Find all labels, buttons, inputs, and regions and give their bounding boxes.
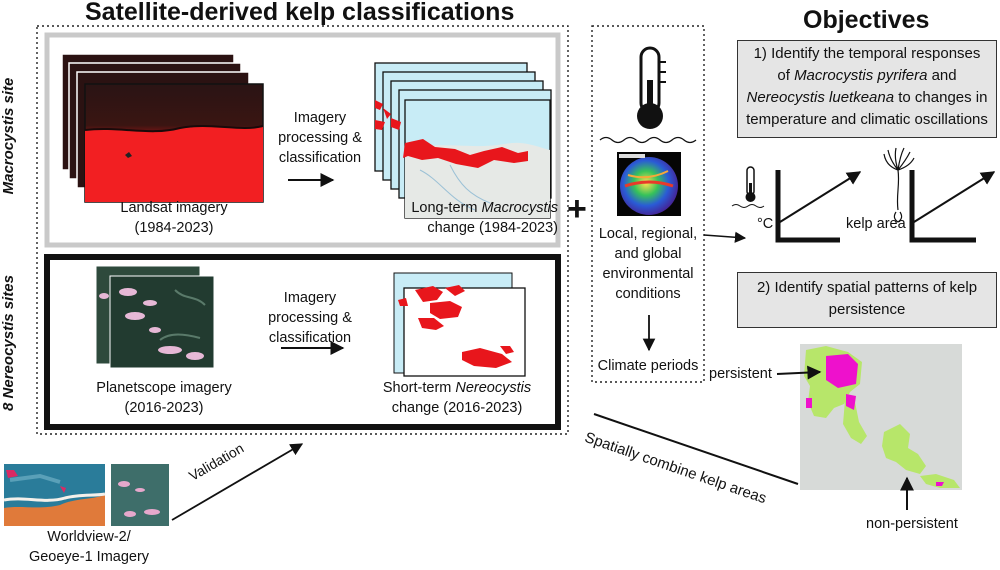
processing-top-line2: processing & [278,130,362,146]
geoeye-image [111,464,169,526]
macro-change-prefix: Long-term [411,200,482,216]
processing-label-top: Imagery processing & classification [260,108,380,168]
plus-sign: + [567,190,587,228]
left-panel-frame [36,25,569,435]
processing-label-bottom: Imagery processing & classification [250,288,370,348]
validation-imagery-label: Worldview-2/ Geoeye-1 Imagery [10,527,168,567]
non-persistent-label: non-persistent [866,516,958,532]
kelp-icon [883,147,915,223]
planetscope-line2: (2016-2023) [124,400,204,416]
objective-2-box: 2) Identify spatial patterns of kelp per… [737,272,997,328]
objective-1-line3-suffix: to changes in [894,89,988,106]
thermometer-icon [599,46,697,144]
processing-top-line1: Imagery [293,110,347,126]
conditions-line3: environmental [602,266,694,282]
nereo-change-prefix: Short-term [382,380,456,396]
objective-1-line2-suffix: and [927,67,957,84]
temperature-axis-label: °C [757,216,774,232]
nereo-change-line2: change (2016-2023) [391,400,523,416]
macro-change-italic: Macrocystis [481,200,558,216]
planetscope-image-stack [95,265,215,369]
macrocystis-change-stack [374,62,552,219]
conditions-frame [591,25,705,383]
objective-1-line3-italic: Nereocystis luetkeana [746,89,895,106]
temperature-trend-graph [775,170,862,243]
objective-1-line4: temperature and climatic oscillations [746,111,988,128]
nereocystis-change-stack [393,272,526,377]
macrocystis-change-label: Long-term Macrocystis change (1984-2023) [378,198,558,238]
objective-2-line2: persistence [828,301,906,318]
objective-1-box: 1) Identify the temporal responses of Ma… [737,40,997,138]
objective-1-line2-italic: Macrocystis pyrifera [794,67,928,84]
kelp-area-trend-graph [909,170,996,243]
conditions-line4: conditions [615,286,681,302]
planetscope-line1: Planetscope imagery [96,380,232,396]
landsat-label-line2: (1984-2023) [134,220,214,236]
nereocystis-sites-prefix: 8 [0,398,17,411]
nereocystis-sites-label: 8 Nereocystis sites [0,268,20,418]
landsat-label-line1: Landsat imagery [120,200,228,216]
landsat-label: Landsat imagery (1984-2023) [94,198,254,238]
planetscope-label: Planetscope imagery (2016-2023) [84,378,244,418]
macrocystis-site-italic: Macrocystis [0,107,17,195]
macrocystis-site-label: Macrocystis site [0,71,20,201]
nereocystis-sites-italic: Nereocystis [0,313,17,399]
processing-bottom-line2: processing & [268,310,352,326]
nereocystis-change-label: Short-term Nereocystis change (2016-2023… [372,378,542,418]
conditions-label: Local, regional, and global environmenta… [594,224,702,304]
macrocystis-site-rest: site [0,77,17,108]
objective-1-line1: 1) Identify the temporal responses [753,45,981,62]
left-panel-title: Satellite-derived kelp classifications [85,0,515,26]
validation-imagery-line1: Worldview-2/ [47,529,131,545]
objective-1-line2-prefix: of [777,67,795,84]
nereocystis-sites-rest: sites [0,275,17,314]
conditions-line1: Local, regional, [598,226,698,242]
kelp-area-axis-label: kelp area [846,216,906,232]
persistent-label: persistent [709,366,772,382]
processing-bottom-line3: classification [268,330,352,346]
validation-imagery-line2: Geoeye-1 Imagery [28,549,150,565]
worldview-image [3,464,106,526]
small-thermometer-icon [731,166,765,208]
macro-change-line2: change (1984-2023) [427,220,558,236]
processing-bottom-line1: Imagery [283,290,337,306]
climate-periods-label: Climate periods [597,358,699,374]
persistence-map [800,344,962,490]
objective-2-line1: 2) Identify spatial patterns of kelp [756,279,978,296]
landsat-image-stack [61,53,264,203]
objectives-title: Objectives [803,6,930,34]
processing-top-line3: classification [278,150,362,166]
nereo-change-italic: Nereocystis [455,380,532,396]
sst-globe-image [617,152,681,216]
conditions-line2: and global [614,246,682,262]
